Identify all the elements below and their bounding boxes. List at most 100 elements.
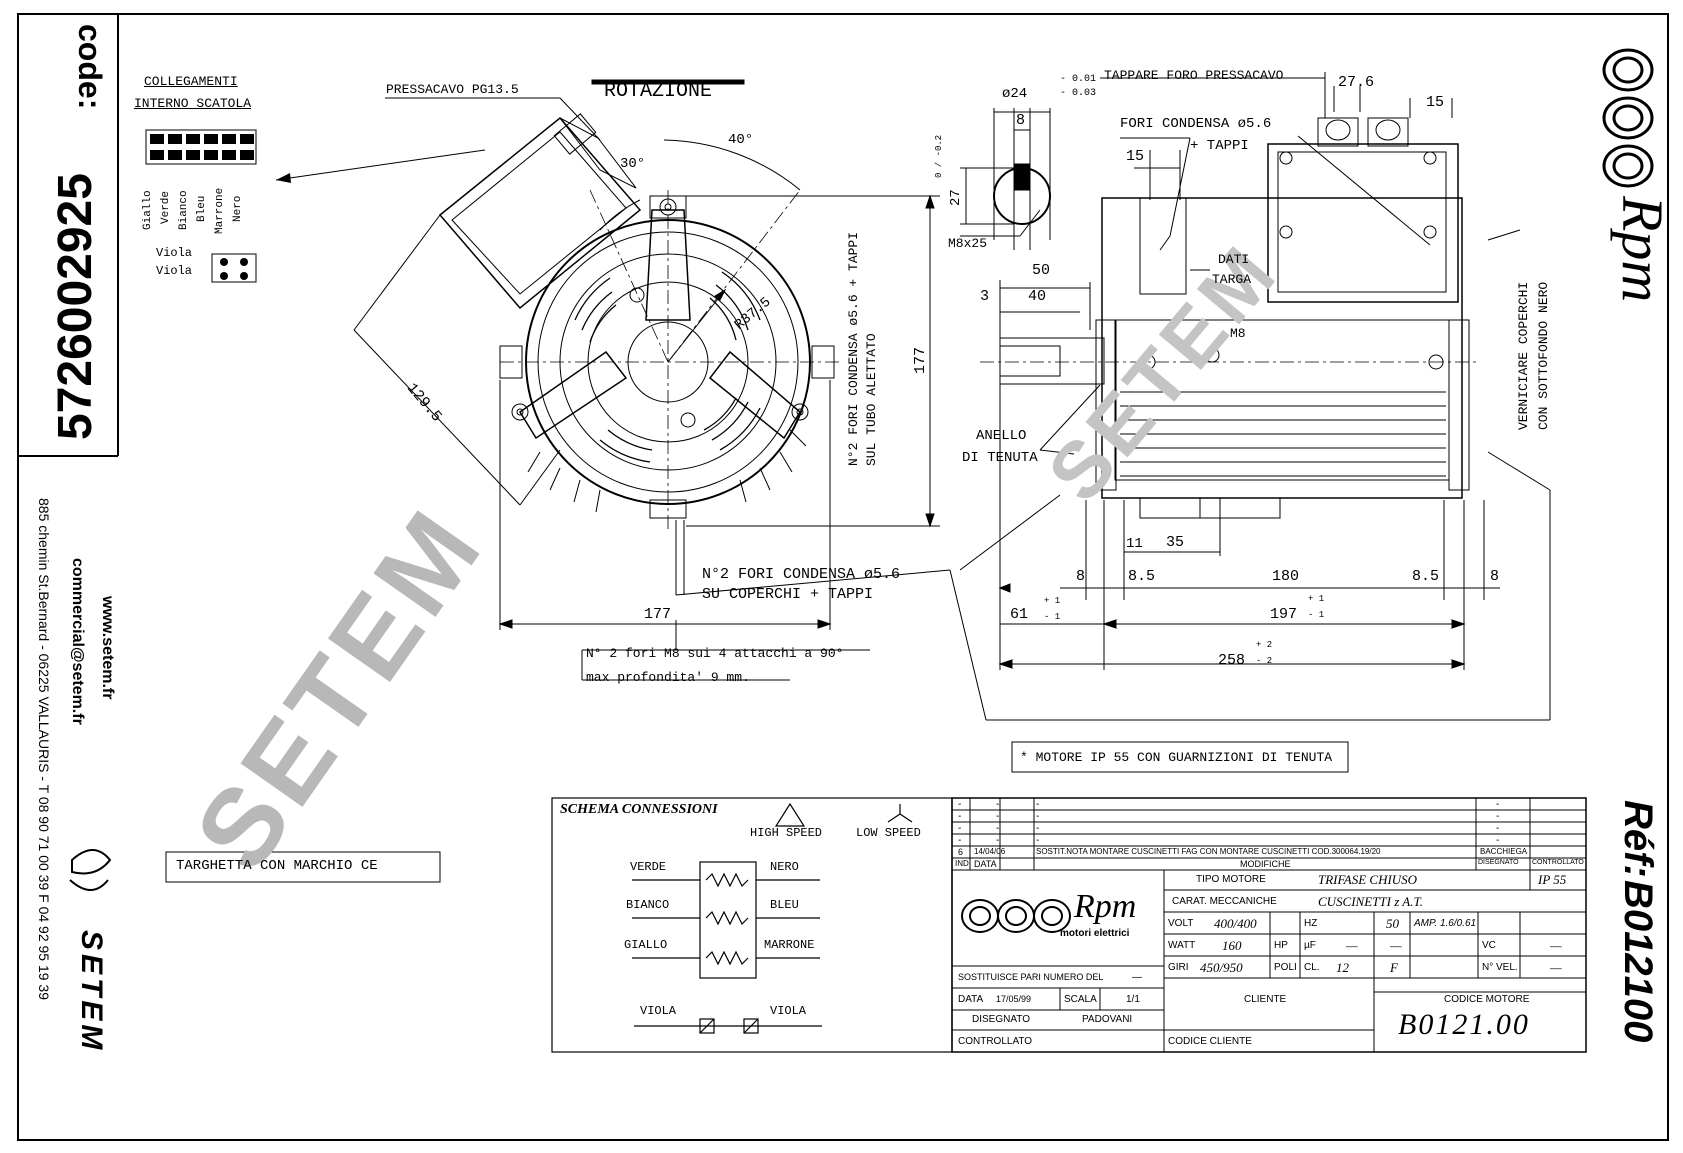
scala-value: 1/1 xyxy=(1126,994,1140,1005)
rpm-small-brand: Rpm xyxy=(1074,888,1137,925)
targhetta-label: TARGHETTA CON MARCHIO CE xyxy=(176,858,378,874)
volt-value: 400/400 xyxy=(1214,916,1257,931)
anello-label-1: ANELLO xyxy=(976,428,1027,444)
shaft-section xyxy=(960,108,1051,250)
schema-left-0: VERDE xyxy=(630,860,667,874)
dim-197: 197 xyxy=(1270,606,1298,623)
m8-label: M8 xyxy=(1230,326,1246,341)
verniciare-label-2: CON SOTTOFONDO NERO xyxy=(1536,281,1551,430)
motor-front-view xyxy=(438,113,835,519)
tappare-label: TAPPARE FORO PRESSACAVO xyxy=(1104,68,1284,83)
tb-dash-8: - xyxy=(1496,811,1500,822)
codice-motore-value: B0121.00 xyxy=(1398,1008,1530,1041)
codice-cliente-label: CODICE CLIENTE xyxy=(1168,1036,1252,1047)
terminal-block-icon xyxy=(145,129,257,283)
motor-side-view xyxy=(999,117,1470,519)
fori-vertical-2: SUL TUBO ALETTATO xyxy=(864,333,879,466)
shaft-tolerance-lo: - 0.03 xyxy=(1060,88,1097,99)
tb-dash-2: - xyxy=(996,799,1000,810)
disegnato-value: PADOVANI xyxy=(1082,1014,1133,1025)
viola-right: VIOLA xyxy=(770,1004,807,1018)
schema-right-2: MARRONE xyxy=(764,938,815,952)
dim-180: 180 xyxy=(1272,568,1300,585)
dim-40: 40 xyxy=(1028,288,1047,305)
dim-8-right: 8 xyxy=(1490,568,1500,585)
collegamenti-label-2: INTERNO SCATOLA xyxy=(134,96,252,111)
cl-value: F xyxy=(1390,960,1398,975)
attacchi-note-2: max profondita' 9 mm. xyxy=(586,670,750,685)
watt-value: 160 xyxy=(1222,938,1242,953)
carat-value: CUSCINETTI z A.T. xyxy=(1318,894,1423,909)
amp-label: AMP. 1.6/0.61 xyxy=(1414,918,1477,929)
dim-258-tol-plus: + 2 xyxy=(1256,640,1273,650)
hp-label: HP xyxy=(1274,940,1288,951)
dim-61-tol-plus: + 1 xyxy=(1044,596,1061,606)
key-tolerance: 0 / -0.2 xyxy=(934,134,944,178)
fori-coperchi-2: SU COPERCHI + TAPPI xyxy=(702,586,874,603)
motori-elettrici: motori elettrici xyxy=(1060,928,1130,939)
data-label: DATA xyxy=(958,994,984,1005)
codice-motore-label: CODICE MOTORE xyxy=(1444,994,1530,1005)
website-link[interactable]: www.setem.fr xyxy=(99,596,116,700)
tb-dash-4: - xyxy=(1496,799,1500,810)
dim-197-tol-plus: + 1 xyxy=(1308,594,1325,604)
uf-label: µF xyxy=(1304,940,1316,951)
dim-15-top: 15 xyxy=(1426,94,1445,111)
cl-label: CL. xyxy=(1304,962,1320,973)
giri-value: 450/950 xyxy=(1200,960,1243,975)
company-name: SETEM xyxy=(75,930,108,1054)
disegnato-label: DISEGNATO xyxy=(972,1014,1030,1025)
cliente-label: CLIENTE xyxy=(1244,994,1287,1005)
wire-verde: Verde xyxy=(160,190,172,224)
low-speed-label: LOW SPEED xyxy=(856,826,921,840)
dim-50: 50 xyxy=(1032,262,1051,279)
hz-label: HZ xyxy=(1304,918,1318,929)
dim-8-left: 8 xyxy=(1076,568,1086,585)
volt-label: VOLT xyxy=(1168,918,1194,929)
wire-giallo: Giallo xyxy=(142,190,154,230)
code-value: 5726002925 xyxy=(49,173,102,440)
collegamenti-label-1: COLLEGAMENTI xyxy=(144,74,238,89)
star-symbol-icon xyxy=(887,804,913,823)
tipo-label: TIPO MOTORE xyxy=(1196,874,1266,885)
rotazione-label: ROTAZIONE xyxy=(604,80,713,103)
dati-targa-1: DATI xyxy=(1218,252,1250,267)
dim-3: 3 xyxy=(980,288,990,305)
dim-61-tol-minus: - 1 xyxy=(1044,612,1061,622)
header-data: DATA xyxy=(974,859,997,869)
pressacavo-label: PRESSACAVO PG13.5 xyxy=(386,82,519,97)
schema-left-2: GIALLO xyxy=(624,938,668,952)
ip55-note: * MOTORE IP 55 CON GUARNIZIONI DI TENUTA xyxy=(1020,750,1333,765)
wire-bleu: Bleu xyxy=(196,195,208,222)
dim-177-vertical: 177 xyxy=(912,346,929,374)
email-link[interactable]: commercial@setem.fr xyxy=(69,558,86,725)
tb-dash-7: - xyxy=(1036,811,1040,822)
brand-rpm: Rpm xyxy=(1610,196,1675,303)
nvel-label: N° VEL. xyxy=(1482,962,1518,973)
carat-label: CARAT. MECCANICHE xyxy=(1172,896,1277,907)
hp-value: — xyxy=(1346,938,1358,953)
sostituisce-label: SOSTITUISCE PARI NUMERO DEL xyxy=(958,972,1104,982)
tb-dash-5: - xyxy=(958,811,962,822)
fori-condensa-label: FORI CONDENSA ø5.6 xyxy=(1120,116,1272,132)
winding-diagram xyxy=(632,861,822,1034)
header-disegnato: DISEGNATO xyxy=(1478,859,1519,866)
thread-label: M8x25 xyxy=(948,236,988,251)
nvel-value: — xyxy=(1550,960,1562,975)
watt-label: WATT xyxy=(1168,940,1196,951)
tb-dash-12: - xyxy=(1496,823,1500,834)
angle-40: 40° xyxy=(728,132,754,148)
rev-number: 6 xyxy=(958,847,964,857)
shaft-tolerance-hi: - 0.01 xyxy=(1060,74,1097,85)
dim-15: 15 xyxy=(1126,148,1145,165)
tb-dash-1: - xyxy=(958,799,962,810)
tb-dash-14: - xyxy=(996,835,1000,846)
viola-label-2: Viola xyxy=(156,264,193,278)
sostituisce-value: — xyxy=(1132,972,1142,983)
dim-8-5-right: 8.5 xyxy=(1412,568,1440,585)
tb-dash-13: - xyxy=(958,835,962,846)
tb-dash-11: - xyxy=(1036,823,1040,834)
poli-label: POLI xyxy=(1274,962,1297,973)
wire-bianco: Bianco xyxy=(178,190,190,230)
